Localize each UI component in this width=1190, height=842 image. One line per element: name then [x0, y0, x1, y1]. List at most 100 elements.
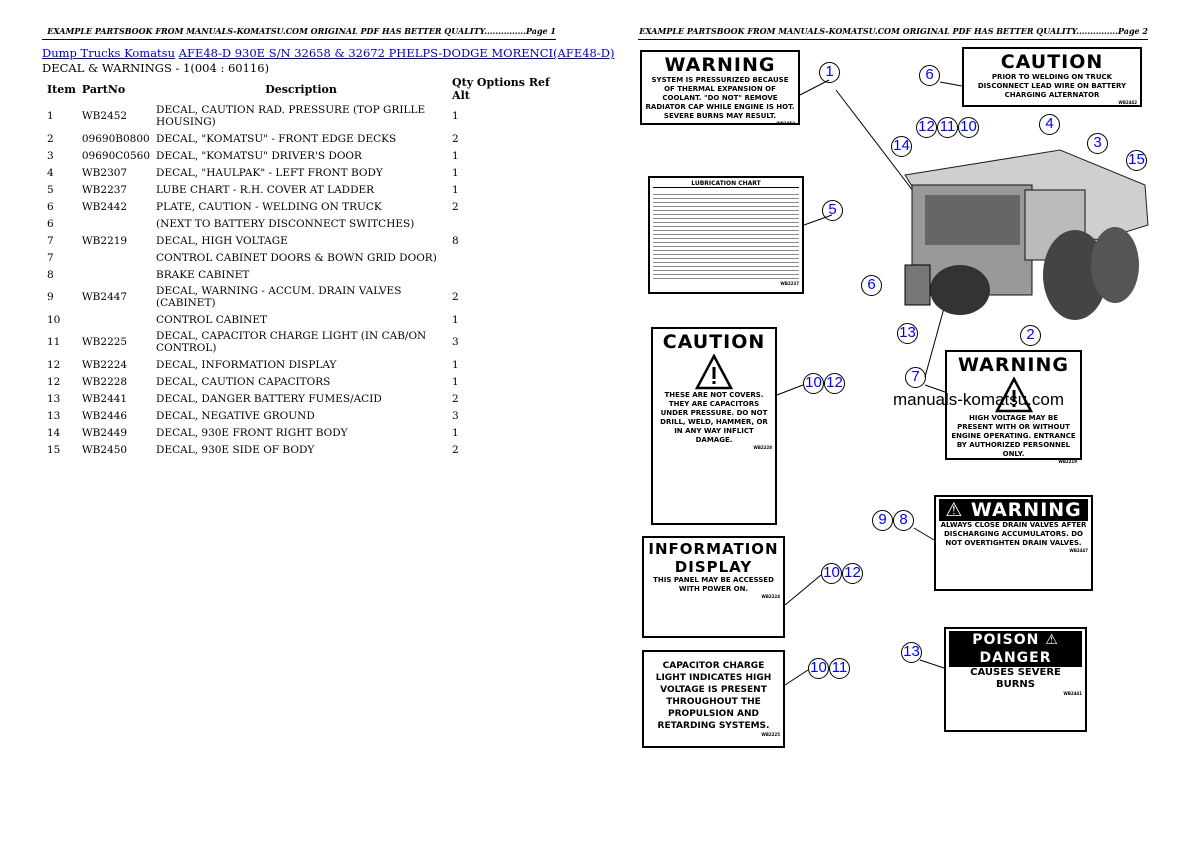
cell-description: DECAL, DANGER BATTERY FUMES/ACID [156, 392, 382, 405]
decal-code: WB2441 [1063, 691, 1082, 696]
decal-text: THESE ARE NOT COVERS. THEY ARE CAPACITOR… [660, 391, 768, 444]
decal-code: WB2442 [1118, 100, 1137, 105]
breadcrumb: Dump Trucks Komatsu AFE48-D 930E S/N 326… [42, 46, 614, 60]
cell-qty: 1 [452, 149, 459, 162]
table-row: 13 WB2441 DECAL, DANGER BATTERY FUMES/ACID… [44, 390, 565, 407]
cell-item: 7 [47, 234, 54, 247]
decal-title: WARNING [664, 54, 776, 76]
cell-partno: WB2449 [81, 426, 128, 439]
cell-qty: 3 [452, 336, 459, 348]
cell-item: 6 [47, 217, 54, 230]
cell-description: DECAL, NEGATIVE GROUND [156, 409, 315, 422]
callout-number: 4 [1039, 114, 1060, 135]
decal-text: PRIOR TO WELDING ON TRUCK DISCONNECT LEA… [977, 73, 1127, 99]
cell-item: 12 [47, 358, 61, 371]
cell-partno: WB2224 [81, 358, 128, 371]
callout-number: 10 [808, 658, 829, 679]
cell-partno: 09690B0800 [81, 132, 150, 145]
cell-qty: 2 [452, 200, 459, 213]
decal-title: POISON ⚠ DANGER [949, 631, 1082, 667]
cell-item: 10 [47, 313, 61, 326]
cell-item: 7 [47, 251, 54, 264]
cell-item: 3 [47, 149, 54, 162]
cell-item: 14 [47, 426, 61, 439]
cell-partno: WB2446 [81, 409, 128, 422]
cell-description: CONTROL CABINET [156, 313, 268, 326]
col-partno: PartNo [81, 82, 126, 96]
cell-qty: 2 [452, 443, 459, 456]
decal-title: CAUTION [662, 331, 766, 353]
decal-title: INFORMATION DISPLAY [648, 540, 779, 576]
breadcrumb-link-model[interactable]: AFE48-D 930E S/N 32658 & 32672 PHELPS-DO… [178, 46, 615, 60]
cell-item: 4 [47, 166, 54, 179]
decal-title: LUBRICATION CHART [653, 180, 799, 188]
table-row: 7 CONTROL CABINET DOORS & BOWN GRID DOOR) [44, 249, 565, 266]
callout-number: 12 [842, 563, 863, 584]
cell-description: DECAL, 930E SIDE OF BODY [156, 443, 315, 456]
decal-caution-capacitors: CAUTION THESE ARE NOT COVERS. THEY ARE CA… [651, 327, 777, 525]
callout-number: 11 [937, 117, 958, 138]
cell-qty: 2 [452, 392, 459, 405]
decal-capacitor-charge-light: CAPACITOR CHARGE LIGHT INDICATES HIGH VO… [642, 650, 785, 748]
cell-description: PLATE, CAUTION - WELDING ON TRUCK [156, 200, 382, 213]
callout-number: 6 [861, 275, 882, 296]
cell-qty: 2 [452, 132, 459, 145]
table-header: Item PartNo Description Qty Options Ref … [44, 76, 565, 102]
cell-partno: WB2228 [81, 375, 128, 388]
cell-description: DECAL, CAPACITOR CHARGE LIGHT (IN CAB/ON… [156, 330, 427, 354]
cell-description: (NEXT TO BATTERY DISCONNECT SWITCHES) [156, 217, 415, 230]
cell-partno: WB2450 [81, 443, 128, 456]
cell-description: CONTROL CABINET DOORS & BOWN GRID DOOR) [156, 251, 437, 264]
callout-number: 9 [872, 510, 893, 531]
cell-qty: 1 [452, 166, 459, 179]
decal-text: CAPACITOR CHARGE LIGHT INDICATES HIGH VO… [655, 661, 772, 731]
cell-item: 2 [47, 132, 54, 145]
truck-drawing [904, 149, 1149, 320]
callout-number: 12 [916, 117, 937, 138]
callout-number: 5 [822, 200, 843, 221]
callout-number: 7 [905, 367, 926, 388]
cell-item: 12 [47, 375, 61, 388]
page-header-left: EXAMPLE PARTSBOOK FROM MANUALS-KOMATSU.C… [42, 26, 556, 40]
cell-qty: 8 [452, 234, 459, 247]
decal-code: WB2225 [761, 732, 780, 737]
cell-qty: 1 [452, 375, 459, 388]
callout-number: 13 [897, 323, 918, 344]
cell-description: BRAKE CABINET [156, 268, 250, 281]
callout-number: 12 [824, 373, 845, 394]
callout-number: 2 [1020, 325, 1041, 346]
decal-code: WB2237 [780, 281, 799, 286]
cell-description: DECAL, CAUTION CAPACITORS [156, 375, 331, 388]
breadcrumb-link-category[interactable]: Dump Trucks Komatsu [42, 46, 175, 60]
decal-code: WB2219 [1058, 459, 1077, 464]
cell-partno: WB2442 [81, 200, 128, 213]
cell-item: 13 [47, 392, 61, 405]
callout-number: 10 [803, 373, 824, 394]
decal-lube-chart: LUBRICATION CHART WB2237 [648, 176, 804, 294]
decal-title: WARNING [958, 354, 1069, 376]
table-row: 6 (NEXT TO BATTERY DISCONNECT SWITCHES) [44, 215, 565, 232]
decal-code: WB2228 [753, 445, 772, 450]
cell-description: DECAL, "KOMATSU" DRIVER'S DOOR [156, 149, 362, 162]
cell-qty: 1 [452, 426, 459, 439]
warning-triangle-icon [694, 353, 734, 390]
cell-partno: WB2441 [81, 392, 128, 405]
cell-item: 9 [47, 291, 54, 303]
cell-partno: 09690C0560 [81, 149, 151, 162]
cell-partno: WB2452 [81, 110, 128, 122]
callout-number: 10 [821, 563, 842, 584]
callout-number: 3 [1087, 133, 1108, 154]
